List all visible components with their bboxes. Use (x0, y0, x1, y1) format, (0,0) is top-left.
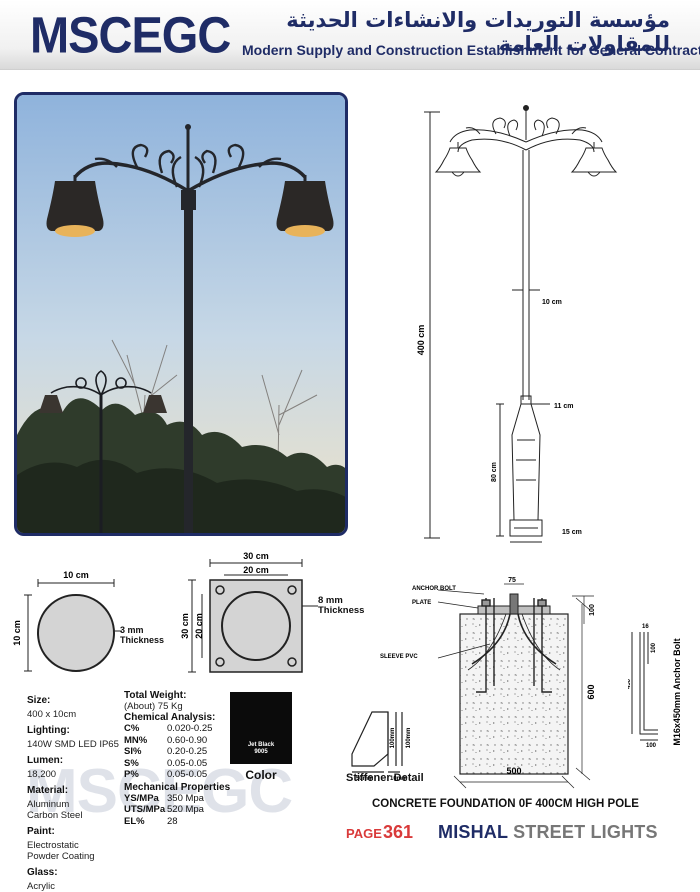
lumen-value: 18,200 (27, 769, 57, 780)
base-plate-drawing: 30 cm 20 cm 30 cm 20 cm 8 mm Thickness (180, 551, 365, 673)
section-height-label: 10 cm (12, 620, 22, 646)
brand-main: MISHAL (438, 822, 508, 842)
specs-left-column: Size: 400 x 10cm Lighting: 140W SMD LED … (27, 690, 127, 892)
mech-row: EL%28 (124, 815, 178, 827)
top-diameter-label: 10 cm (542, 299, 562, 306)
bolt-dim-foot: 100 (646, 743, 657, 748)
paint-heading: Paint (27, 826, 52, 837)
chem-row: C%0.020-0.25 (124, 723, 213, 734)
chemical-heading: Chemical Analysis: (124, 712, 216, 723)
material-value: Aluminum Carbon Steel (27, 799, 83, 821)
weight-value: (About) 75 Kg (124, 701, 183, 712)
base-height-label: 80 cm (491, 462, 498, 482)
top-dim-label: 75 (508, 577, 516, 584)
anchor-bolt-callout: ANCHOR BOLT (412, 586, 456, 592)
watermark-logo: MSCEGC (26, 757, 293, 826)
lumen-heading: Lumen (27, 755, 60, 766)
plate-outer-height-label: 30 cm (180, 613, 190, 639)
color-swatch-label: Jet Black 9005 (247, 742, 275, 755)
plate-inner-height-label: 20 cm (194, 613, 204, 639)
brand-rest: STREET LIGHTS (513, 822, 658, 842)
stiffener-thick-label: 10mm (390, 776, 407, 782)
pole-height-label: 400 cm (416, 325, 426, 356)
page-label: PAGE (346, 826, 382, 841)
circular-section-shape (37, 594, 115, 672)
page-header: MSCEGC مؤسسة التوريدات والانشاءات الحديث… (0, 0, 700, 70)
depth-dim-label: 600 (586, 684, 596, 699)
street-light-photo (17, 95, 345, 533)
foundation-section-drawing: ANCHOR BOLT PLATE SLEEVE PVC 75 100 600 … (380, 577, 596, 789)
plate-callout: PLATE (412, 600, 431, 606)
mid-diameter-label: 11 cm (554, 403, 573, 410)
anchor-bolt-drawing: 16 100 450 100 M16x450mm Anchor Bolt (628, 624, 682, 748)
paint-value: Electrostatic Powder Coating (27, 840, 95, 862)
chem-row: S%0.05-0.05 (124, 757, 208, 769)
arabic-company-name: مؤسسة التوريدات والانشاءات الحديثة للمقا… (286, 8, 670, 56)
bolt-dim-top: 16 (642, 624, 649, 630)
chem-row: P%0.05-0.05 (124, 769, 208, 780)
stiffener-drawing: 100mm 100mm 50mm 10mm (351, 711, 412, 782)
section-thickness-label: 3 mm Thickness (120, 625, 165, 645)
company-logo: MSCEGC (30, 5, 231, 64)
size-value: 400 x 10cm (27, 709, 77, 720)
bolt-dim-length: 450 (628, 678, 632, 689)
plate-outer-width-label: 30 cm (243, 551, 269, 561)
brand-name: MISHAL STREET LIGHTS (438, 822, 658, 843)
bolt-dim-mid: 100 (651, 642, 657, 653)
english-company-name: Modern Supply and Construction Establish… (242, 42, 700, 58)
anchor-bolt-label: M16x450mm Anchor Bolt (672, 638, 682, 745)
mechanical-heading: Mechanical Properties (124, 781, 231, 793)
size-heading: Size (27, 695, 48, 706)
glass-value: Acrylic (27, 881, 55, 892)
width-dim-label: 500 (506, 766, 521, 776)
section-width-label: 10 cm (63, 570, 89, 580)
plate-thickness-label: 8 mm Thickness (318, 596, 365, 616)
lighting-value: 140W SMD LED IP65 (27, 739, 119, 750)
stiffener-detail-label: Stiffener Detail (346, 772, 424, 784)
base-width-label: 15 cm (562, 529, 582, 536)
side-dim-label: 100 (589, 604, 596, 616)
color-title: Color (245, 768, 277, 782)
stiffener-bottom-label: 50mm (356, 776, 373, 782)
color-swatch (230, 692, 292, 764)
page-number: 361 (383, 822, 414, 842)
glass-heading: Glass (27, 867, 55, 878)
weight-heading: Total Weight: (124, 690, 187, 701)
pole-elevation-drawing: 400 cm 10 cm 11 cm 80 cm 15 cm (416, 105, 618, 543)
pole-cross-section: 10 cm 10 cm 3 mm Thickness (12, 570, 165, 672)
sleeve-callout: SLEEVE PVC (380, 654, 418, 660)
stiffener-height-label: 100mm (390, 728, 396, 749)
chem-row: MN%0.60-0.90 (124, 734, 208, 746)
foundation-title: CONCRETE FOUNDATION 0F 400CM HIGH POLE (372, 798, 639, 810)
product-photo (14, 92, 348, 536)
material-heading: Material (27, 785, 65, 796)
stiffener-height2-label: 100mm (406, 728, 412, 749)
plate-inner-width-label: 20 cm (243, 565, 269, 575)
specs-mid-column: Total Weight: (About) 75 Kg Chemical Ana… (124, 690, 234, 827)
lighting-heading: Lighting (27, 725, 67, 736)
chem-row: SI%0.20-0.25 (124, 746, 208, 757)
